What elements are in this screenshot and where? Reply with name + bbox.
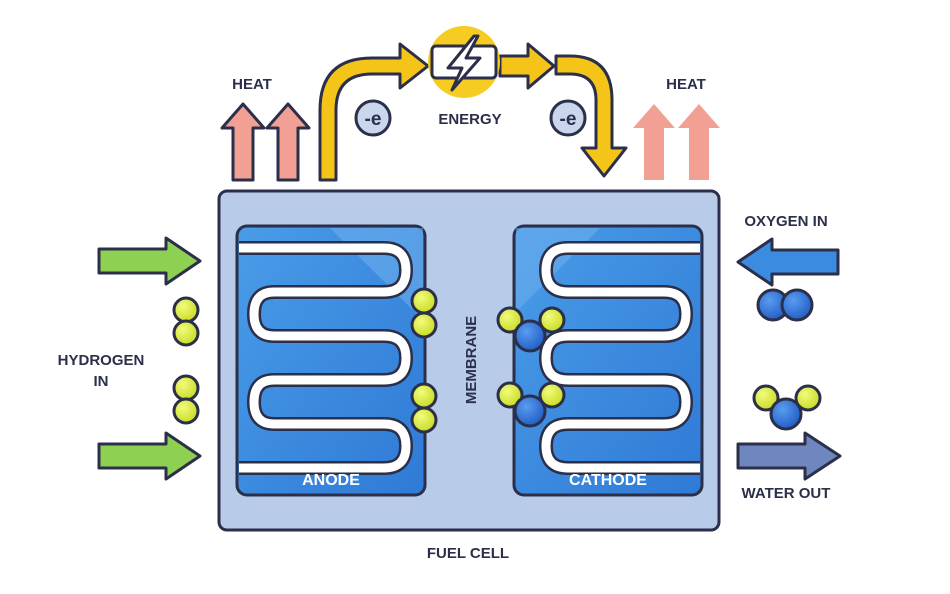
anode-label: ANODE (302, 472, 360, 489)
heat-arrows-left (220, 102, 311, 182)
electron-flow-arrow-left (318, 42, 430, 182)
anode-electrode: ANODE (235, 224, 427, 497)
hydrogen-in-arrow-bottom (97, 431, 202, 481)
electron-badge-left: -e (354, 99, 392, 137)
hydrogen-in-arrow-top (97, 236, 202, 286)
cathode-label: CATHODE (569, 472, 647, 489)
hydrogen-molecule-2 (172, 374, 200, 425)
electron-flow-arrow-right (554, 54, 628, 178)
energy-label: ENERGY (438, 111, 501, 128)
water-out-label: WATER OUT (742, 485, 831, 502)
electron-badge-right: -e (549, 99, 587, 137)
anode-protons (410, 287, 438, 434)
electron-label-left: -e (365, 109, 382, 130)
hydrogen-in-label-line2: IN (94, 373, 109, 390)
heat-arrows-right (633, 104, 720, 180)
fuel-cell-label: FUEL CELL (427, 545, 509, 562)
heat-label-left: HEAT (232, 76, 272, 93)
water-molecule (752, 384, 822, 431)
heat-label-right: HEAT (666, 76, 706, 93)
hydrogen-molecule-1 (172, 296, 200, 347)
cathode-electrode: CATHODE (512, 224, 704, 497)
electron-flow-arrow-mid (498, 42, 556, 90)
oxygen-molecule (756, 288, 814, 322)
lightning-bolt-icon (428, 26, 500, 98)
oxygen-in-label: OXYGEN IN (744, 213, 827, 230)
cathode-water-molecule-2 (496, 381, 566, 428)
oxygen-in-arrow (736, 237, 840, 287)
water-out-arrow (736, 431, 842, 481)
membrane-label: MEMBRANE (463, 316, 480, 404)
hydrogen-in-label-line1: HYDROGEN (58, 352, 145, 369)
cathode-water-molecule-1 (496, 306, 566, 353)
electron-label-right: -e (560, 109, 577, 130)
